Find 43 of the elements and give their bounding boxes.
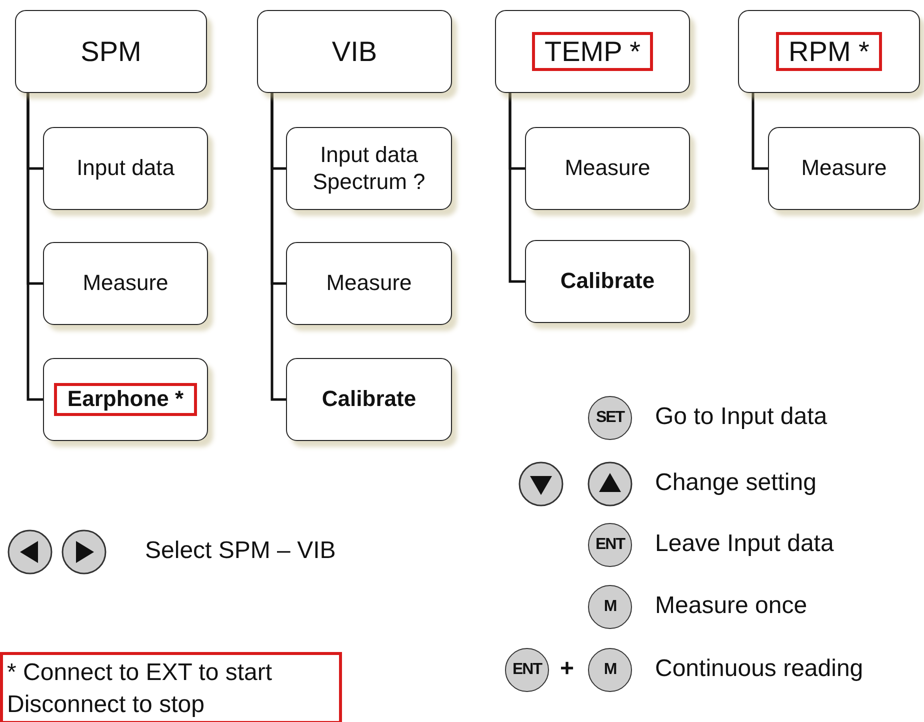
key-button: ENT (588, 523, 632, 567)
key-button: ENT (505, 648, 549, 692)
menu-item-box (43, 358, 208, 441)
key-description: Change setting (655, 471, 816, 495)
tree-connector (752, 93, 768, 170)
footnote: * Connect to EXT to start Disconnect to stop (0, 652, 342, 722)
tree-connector (270, 93, 286, 401)
key-description: Go to Input data (655, 405, 828, 429)
menu-label: Calibrate (322, 386, 416, 413)
menu-header-box (15, 10, 207, 93)
menu-item-box (768, 127, 920, 210)
menu-header-box (257, 10, 452, 93)
key-button: M (588, 648, 632, 692)
menu-item-box (43, 127, 208, 210)
menu-item-box (286, 127, 452, 210)
menu-item-box (286, 358, 452, 441)
highlighted-menu-label: TEMP * (532, 32, 654, 72)
menu-label: VIB (332, 34, 378, 68)
key-description: Select SPM – VIB (145, 539, 336, 563)
menu-item-box (43, 242, 208, 325)
menu-label: Calibrate (560, 268, 655, 295)
highlighted-menu-label: Earphone * (54, 383, 197, 416)
key-description: Continuous reading (655, 657, 864, 681)
menu-label: Input data Spectrum ? (312, 142, 426, 195)
menu-item-box (525, 240, 690, 323)
menu-label: Measure (564, 155, 650, 182)
menu-label: Measure (82, 270, 168, 297)
key-button: M (588, 585, 632, 629)
key-description: Leave Input data (655, 532, 834, 556)
menu-item-box (286, 242, 452, 325)
menu-item-box (525, 127, 690, 210)
menu-header-box (495, 10, 690, 93)
menu-label: SPM (80, 34, 142, 68)
menu-header-box (738, 10, 920, 93)
key-button: SET (588, 396, 632, 440)
plus-sign: + (560, 657, 574, 681)
tree-connector (508, 93, 525, 283)
menu-label: Input data (76, 155, 174, 182)
highlighted-menu-label: RPM * (776, 32, 882, 72)
tree-connector (26, 93, 43, 401)
menu-label: Measure (801, 155, 887, 182)
key-description: Measure once (655, 594, 808, 618)
menu-label: Measure (326, 270, 412, 297)
